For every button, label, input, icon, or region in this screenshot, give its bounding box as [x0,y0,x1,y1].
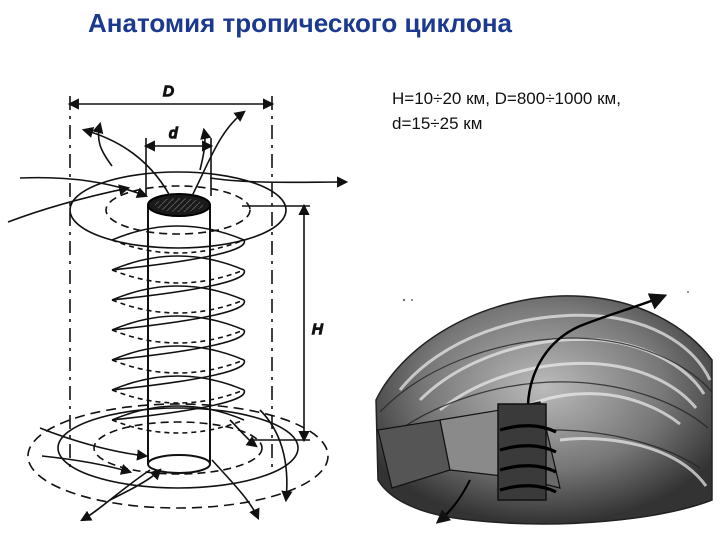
dimension-H: H [242,203,324,443]
airflow-arrows [7,110,349,522]
cyclone-schematic: D d H [7,82,349,522]
label-d: d [169,125,178,142]
cyclone-3d-illustration [375,291,713,525]
slide-title: Анатомия тропического циклона [88,8,512,38]
spiral-coils [111,225,246,434]
label-H: H [312,321,323,338]
bottom-rings [27,403,329,509]
3d-spiral-arrows [435,293,668,524]
dimension-d: d [143,124,214,196]
cyclone-parameters: H=10÷20 км, D=800÷1000 км, d=15÷25 км [392,86,621,136]
label-D: D [163,83,174,100]
parameters-line-1: H=10÷20 км, D=800÷1000 км, [392,89,621,108]
eye-cylinder [147,193,211,474]
dimension-D: D [67,82,275,472]
parameters-line-2: d=15÷25 км [392,114,483,133]
top-rings [69,171,287,249]
